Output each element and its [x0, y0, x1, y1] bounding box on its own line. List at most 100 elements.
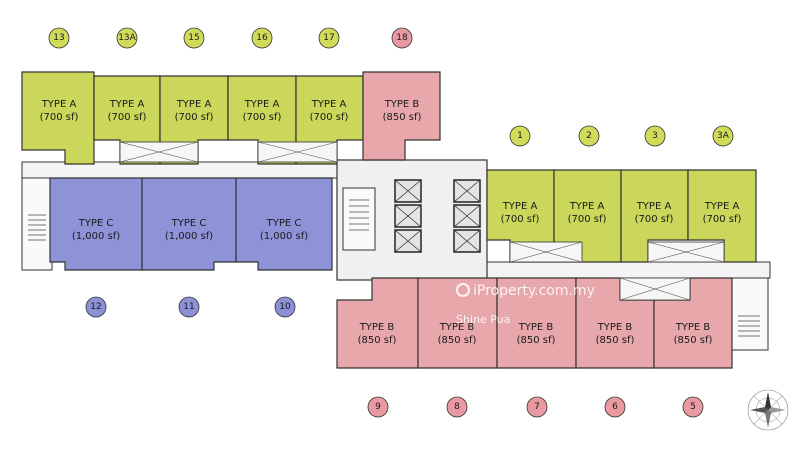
badge-5: 5 [682, 396, 704, 418]
svg-text:17: 17 [323, 33, 334, 43]
badge-17: 17 [318, 27, 340, 49]
svg-text:7: 7 [534, 402, 540, 412]
svg-text:TYPE B: TYPE B [675, 322, 711, 333]
unit-label-9: TYPE B (850 sf) [358, 322, 397, 346]
badge-13a: 13A [116, 27, 138, 49]
unit-label-6: TYPE B (850 sf) [596, 322, 635, 346]
badge-7: 7 [526, 396, 548, 418]
badge-2: 2 [578, 125, 600, 147]
svg-text:13A: 13A [118, 33, 136, 43]
east-stair-treads [738, 315, 760, 337]
west-stair-treads [28, 214, 46, 241]
svg-text:(1,000 sf): (1,000 sf) [260, 231, 308, 242]
svg-text:1: 1 [517, 131, 523, 141]
svg-text:TYPE B: TYPE B [597, 322, 633, 333]
svg-text:TYPE A: TYPE A [502, 201, 538, 212]
svg-text:18: 18 [396, 33, 408, 43]
badge-9: 9 [367, 396, 389, 418]
svg-text:(700 sf): (700 sf) [40, 112, 79, 123]
svg-text:(850 sf): (850 sf) [517, 335, 556, 346]
svg-text:16: 16 [256, 33, 268, 43]
badge-13: 13 [48, 27, 70, 49]
svg-text:(850 sf): (850 sf) [674, 335, 713, 346]
svg-text:9: 9 [375, 402, 381, 412]
svg-text:TYPE A: TYPE A [176, 99, 212, 110]
svg-text:TYPE A: TYPE A [569, 201, 605, 212]
unit-label-2: TYPE A (700 sf) [568, 201, 607, 225]
svg-text:(850 sf): (850 sf) [358, 335, 397, 346]
svg-text:TYPE A: TYPE A [704, 201, 740, 212]
svg-text:(850 sf): (850 sf) [596, 335, 635, 346]
svg-text:TYPE A: TYPE A [311, 99, 347, 110]
svg-text:(700 sf): (700 sf) [568, 214, 607, 225]
bottom-void-cross [619, 277, 691, 301]
badge-10: 10 [274, 296, 296, 318]
svg-text:TYPE A: TYPE A [244, 99, 280, 110]
unit-label-8: TYPE B (850 sf) [438, 322, 477, 346]
svg-text:TYPE C: TYPE C [266, 218, 302, 229]
watermark-logo-icon [456, 283, 470, 297]
compass-icon [747, 389, 789, 431]
east-stair [731, 277, 769, 351]
badge-1: 1 [509, 125, 531, 147]
svg-text:5: 5 [690, 402, 696, 412]
svg-text:(700 sf): (700 sf) [243, 112, 282, 123]
svg-text:(700 sf): (700 sf) [703, 214, 742, 225]
svg-text:(700 sf): (700 sf) [175, 112, 214, 123]
svg-text:(700 sf): (700 sf) [501, 214, 540, 225]
watermark-site: iProperty.com.my [456, 283, 595, 299]
right-void-crosses [509, 241, 725, 263]
unit-label-13a: TYPE A (700 sf) [108, 99, 147, 123]
unit-label-15: TYPE A (700 sf) [175, 99, 214, 123]
svg-text:TYPE B: TYPE B [439, 322, 475, 333]
svg-text:15: 15 [188, 33, 199, 43]
svg-text:3: 3 [652, 131, 658, 141]
svg-text:TYPE C: TYPE C [171, 218, 207, 229]
svg-text:(700 sf): (700 sf) [635, 214, 674, 225]
svg-text:11: 11 [183, 302, 194, 312]
badge-3a: 3A [712, 125, 734, 147]
badge-12: 12 [85, 296, 107, 318]
svg-text:(1,000 sf): (1,000 sf) [72, 231, 120, 242]
unit-label-3: TYPE A (700 sf) [635, 201, 674, 225]
core-stair [342, 187, 376, 251]
svg-text:TYPE B: TYPE B [518, 322, 554, 333]
unit-label-12: TYPE C (1,000 sf) [72, 218, 120, 242]
badge-6: 6 [604, 396, 626, 418]
unit-label-3a: TYPE A (700 sf) [703, 201, 742, 225]
badge-3: 3 [644, 125, 666, 147]
core-stair-treads [349, 199, 369, 231]
svg-text:(700 sf): (700 sf) [108, 112, 147, 123]
svg-text:8: 8 [454, 402, 460, 412]
unit-label-16: TYPE A (700 sf) [243, 99, 282, 123]
svg-text:2: 2 [586, 131, 592, 141]
svg-text:(850 sf): (850 sf) [438, 335, 477, 346]
svg-text:TYPE B: TYPE B [359, 322, 395, 333]
watermark-site-text: iProperty.com.my [473, 283, 595, 299]
unit-label-1: TYPE A (700 sf) [501, 201, 540, 225]
top-void-crosses [119, 141, 338, 163]
svg-text:13: 13 [53, 33, 64, 43]
svg-text:(850 sf): (850 sf) [383, 112, 422, 123]
svg-text:TYPE A: TYPE A [109, 99, 145, 110]
unit-label-10: TYPE C (1,000 sf) [260, 218, 308, 242]
svg-text:TYPE C: TYPE C [78, 218, 114, 229]
svg-text:3A: 3A [717, 131, 730, 141]
svg-text:(1,000 sf): (1,000 sf) [165, 231, 213, 242]
unit-label-13: TYPE A (700 sf) [40, 99, 79, 123]
unit-10[interactable] [235, 177, 333, 271]
badge-11: 11 [178, 296, 200, 318]
lift-crosses [394, 179, 481, 253]
unit-label-11: TYPE C (1,000 sf) [165, 218, 213, 242]
svg-text:TYPE A: TYPE A [636, 201, 672, 212]
badge-18: 18 [391, 27, 413, 49]
svg-text:12: 12 [90, 302, 101, 312]
unit-label-18: TYPE B(850 sf) [383, 99, 422, 123]
svg-text:10: 10 [279, 302, 291, 312]
unit-18[interactable] [362, 71, 441, 161]
badge-16: 16 [251, 27, 273, 49]
unit-label-17: TYPE A(700 sf) [310, 99, 349, 123]
unit-label-7: TYPE B (850 sf) [517, 322, 556, 346]
svg-text:TYPE A: TYPE A [41, 99, 77, 110]
